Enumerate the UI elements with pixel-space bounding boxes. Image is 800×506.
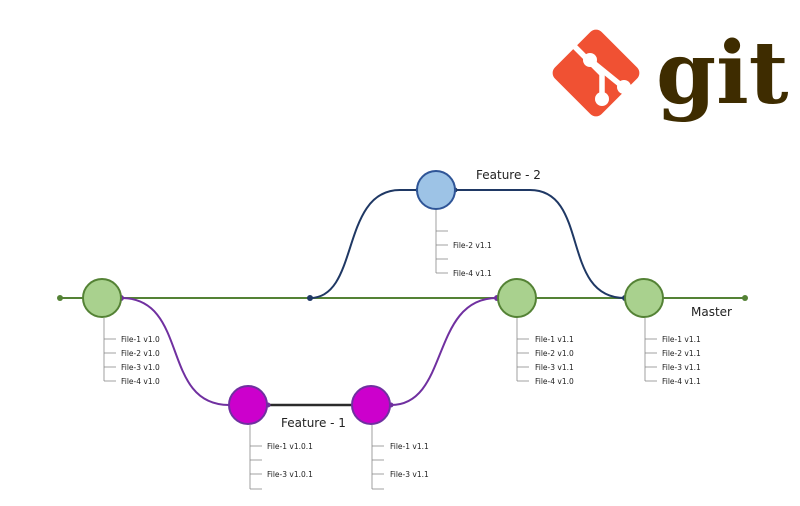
master-start-dot	[57, 295, 63, 301]
commit-node-master-3	[624, 278, 664, 318]
file-label: File-1 v1.0.1	[267, 442, 313, 451]
branch-label-master: Master	[691, 305, 732, 319]
file-list-f2a	[435, 210, 448, 274]
feature-2-line-segment	[456, 189, 626, 299]
file-label: File-4 v1.1	[662, 377, 701, 386]
file-label: File-4 v1.0	[121, 377, 160, 386]
file-label: File-1 v1.1	[662, 335, 701, 344]
file-label: File-1 v1.0	[121, 335, 160, 344]
file-list-f1b	[371, 425, 384, 490]
feature-2-branch-dot	[307, 295, 313, 301]
commit-node-master-2	[497, 278, 537, 318]
file-list-m3	[644, 318, 657, 382]
commit-node-feature-2	[416, 170, 456, 210]
file-label: File-2 v1.0	[121, 349, 160, 358]
file-label: File-2 v1.1	[453, 241, 492, 250]
file-label: File-3 v1.1	[535, 363, 574, 372]
file-label: File-1 v1.1	[390, 442, 429, 451]
file-label: File-2 v1.1	[662, 349, 701, 358]
git-logo-mark	[552, 29, 640, 117]
branch-label-feature-1: Feature - 1	[281, 416, 346, 430]
feature-2-line	[309, 189, 416, 299]
file-list-m2	[516, 318, 529, 382]
branch-label-feature-2: Feature - 2	[476, 168, 541, 182]
commit-nodes	[82, 170, 664, 425]
file-label: File-3 v1.0	[121, 363, 160, 372]
feature-1-merge-line	[390, 297, 498, 406]
file-label: File-3 v1.1	[390, 470, 429, 479]
file-label: File-4 v1.0	[535, 377, 574, 386]
commit-node-master-1	[82, 278, 122, 318]
file-label: File-3 v1.1	[662, 363, 701, 372]
file-label: File-3 v1.0.1	[267, 470, 313, 479]
master-end-dot	[742, 295, 748, 301]
file-list-m1	[103, 318, 116, 382]
git-logo-wordmark: git	[656, 23, 789, 124]
feature-1-line	[120, 297, 230, 406]
file-label: File-4 v1.1	[453, 269, 492, 278]
file-label: File-1 v1.1	[535, 335, 574, 344]
commit-node-feature-1-b	[351, 385, 391, 425]
commit-node-feature-1-a	[228, 385, 268, 425]
file-label: File-2 v1.0	[535, 349, 574, 358]
file-list-f1a	[249, 425, 262, 490]
git-logo: git	[552, 23, 789, 124]
